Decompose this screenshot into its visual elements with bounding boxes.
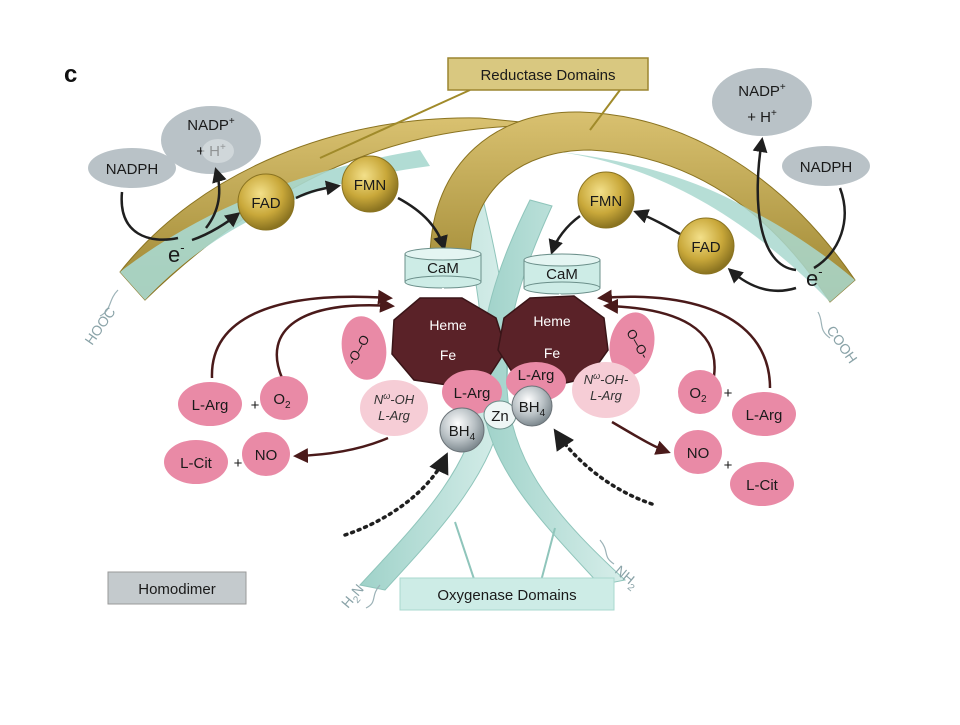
right-nohla-line1: Nω-OH- <box>584 371 629 387</box>
homodimer-label: Homodimer <box>107 571 247 605</box>
right-larg-text: L-Arg <box>746 407 783 424</box>
hooc-label: HOOC <box>81 304 118 348</box>
left-nadph-arrow <box>120 191 179 241</box>
right-superoxo-bubble <box>609 312 655 376</box>
left-larg-text: L-Arg <box>192 397 229 414</box>
left-nadp-arrow <box>205 167 227 229</box>
right-bound-larg-text: L-Arg <box>518 367 555 384</box>
right-bh4-dotted-arrow <box>553 428 654 506</box>
right-nadp-bubble <box>712 68 812 136</box>
reductase-domains-label: Reductase Domains <box>319 57 649 159</box>
left-product-arrow <box>293 436 389 464</box>
panel-letter: c <box>64 61 77 88</box>
left-heme-text: Heme <box>429 317 467 333</box>
left-lcit-text: L-Cit <box>180 455 213 472</box>
left-o2-bubble <box>260 376 308 420</box>
left-cam-text: CaM <box>427 260 459 277</box>
left-o2-text: O2 <box>273 391 291 411</box>
left-fmn-text: FMN <box>354 177 387 194</box>
left-bh4-text: BH4 <box>449 423 476 443</box>
left-plus1-text: + <box>251 397 260 414</box>
right-nadph-text: NADPH <box>800 159 853 176</box>
right-o2-bubble <box>678 370 722 414</box>
left-nadp-bubble <box>161 106 261 174</box>
right-nadp-text: NADP+ <box>738 82 786 100</box>
reductase-backbone <box>119 111 856 303</box>
right-bh4-ball <box>511 385 553 427</box>
left-larg-to-heme-arrow <box>210 289 393 379</box>
left-larg-bubble <box>178 382 242 426</box>
right-fad-text: FAD <box>691 239 720 256</box>
left-lcit-bubble <box>164 440 228 484</box>
reductase-domains-text: Reductase Domains <box>480 67 615 84</box>
cooh-label: COOH <box>824 323 861 367</box>
right-larg-to-heme-arrow <box>597 289 772 389</box>
left-fad-to-fmn-arrow <box>295 180 341 200</box>
right-fad-to-fmn-arrow <box>633 209 681 236</box>
right-lcit-text: L-Cit <box>746 477 779 494</box>
right-monomer: NADP+ + H+ NADPH e- FAD FMN CaM O–O- Hem… <box>497 68 870 506</box>
right-nadp-arrow <box>752 137 797 272</box>
right-no-text: NO <box>687 445 710 462</box>
left-fmn-ball <box>341 155 399 213</box>
right-electron-text: e- <box>806 264 823 291</box>
left-superoxo-bubble <box>341 316 387 380</box>
right-fe-text: Fe <box>544 345 561 361</box>
right-nadph-arrow <box>813 187 846 270</box>
left-plus2-text: + <box>234 455 243 472</box>
zn-text: Zn <box>491 408 509 425</box>
left-cam-cylinder: CaM <box>404 247 482 289</box>
right-nadph-bubble <box>782 146 870 186</box>
left-bh4-dotted-arrow <box>343 452 449 537</box>
left-bh4-ball <box>439 407 485 453</box>
left-no-text: NO <box>255 447 278 464</box>
left-fad-ball <box>237 173 295 231</box>
left-no-bubble <box>242 432 290 476</box>
left-electron-text: e- <box>168 240 185 267</box>
oxygenase-domains-label: Oxygenase Domains <box>399 577 615 611</box>
left-nadp-text: NADP+ <box>187 116 235 134</box>
right-fmn-text: FMN <box>590 193 623 210</box>
right-no-bubble <box>674 430 722 474</box>
left-fmn-to-cam-arrow <box>397 196 448 251</box>
right-nohla-bubble <box>572 362 640 418</box>
left-fad-text: FAD <box>251 195 280 212</box>
right-e-to-fad-arrow <box>727 268 797 293</box>
right-cam-cylinder: CaM <box>523 253 601 295</box>
right-cam-text: CaM <box>546 266 578 283</box>
right-larg-bubble <box>732 392 796 436</box>
right-o2-text: O2 <box>689 385 707 405</box>
right-heme-text: Heme <box>533 313 571 329</box>
left-nadph-text: NADPH <box>106 161 159 178</box>
left-nohla-line2: L-Arg <box>378 408 411 423</box>
left-nadph-bubble <box>88 148 176 188</box>
left-bound-larg-bubble <box>442 370 502 414</box>
right-fmn-to-cam-arrow <box>548 214 581 255</box>
right-bh4-text: BH4 <box>519 399 546 419</box>
left-monomer: NADPH NADP+ + H+ e- FAD FMN CaM -O–O Hem… <box>88 106 507 537</box>
homodimer-text: Homodimer <box>138 581 216 598</box>
right-product-arrow <box>611 420 671 455</box>
left-nohla-line1: Nω-OH <box>374 391 415 407</box>
left-o2-to-heme-arrow <box>275 297 395 379</box>
right-lcit-bubble <box>730 462 794 506</box>
left-bound-larg-text: L-Arg <box>454 385 491 402</box>
right-fad-ball <box>677 217 735 275</box>
right-fmn-ball <box>577 171 635 229</box>
left-nohla-bubble <box>360 380 428 436</box>
right-plus2-text: + <box>724 457 733 474</box>
left-fe-text: Fe <box>440 347 457 363</box>
right-o2-to-heme-arrow <box>603 298 716 377</box>
right-plus-h-text: + H+ <box>747 108 777 126</box>
oxygenase-domains-text: Oxygenase Domains <box>437 587 576 604</box>
left-e-to-fad-arrow <box>191 212 241 242</box>
right-nohla-line2: L-Arg <box>590 388 623 403</box>
right-plus1-text: + <box>724 385 733 402</box>
